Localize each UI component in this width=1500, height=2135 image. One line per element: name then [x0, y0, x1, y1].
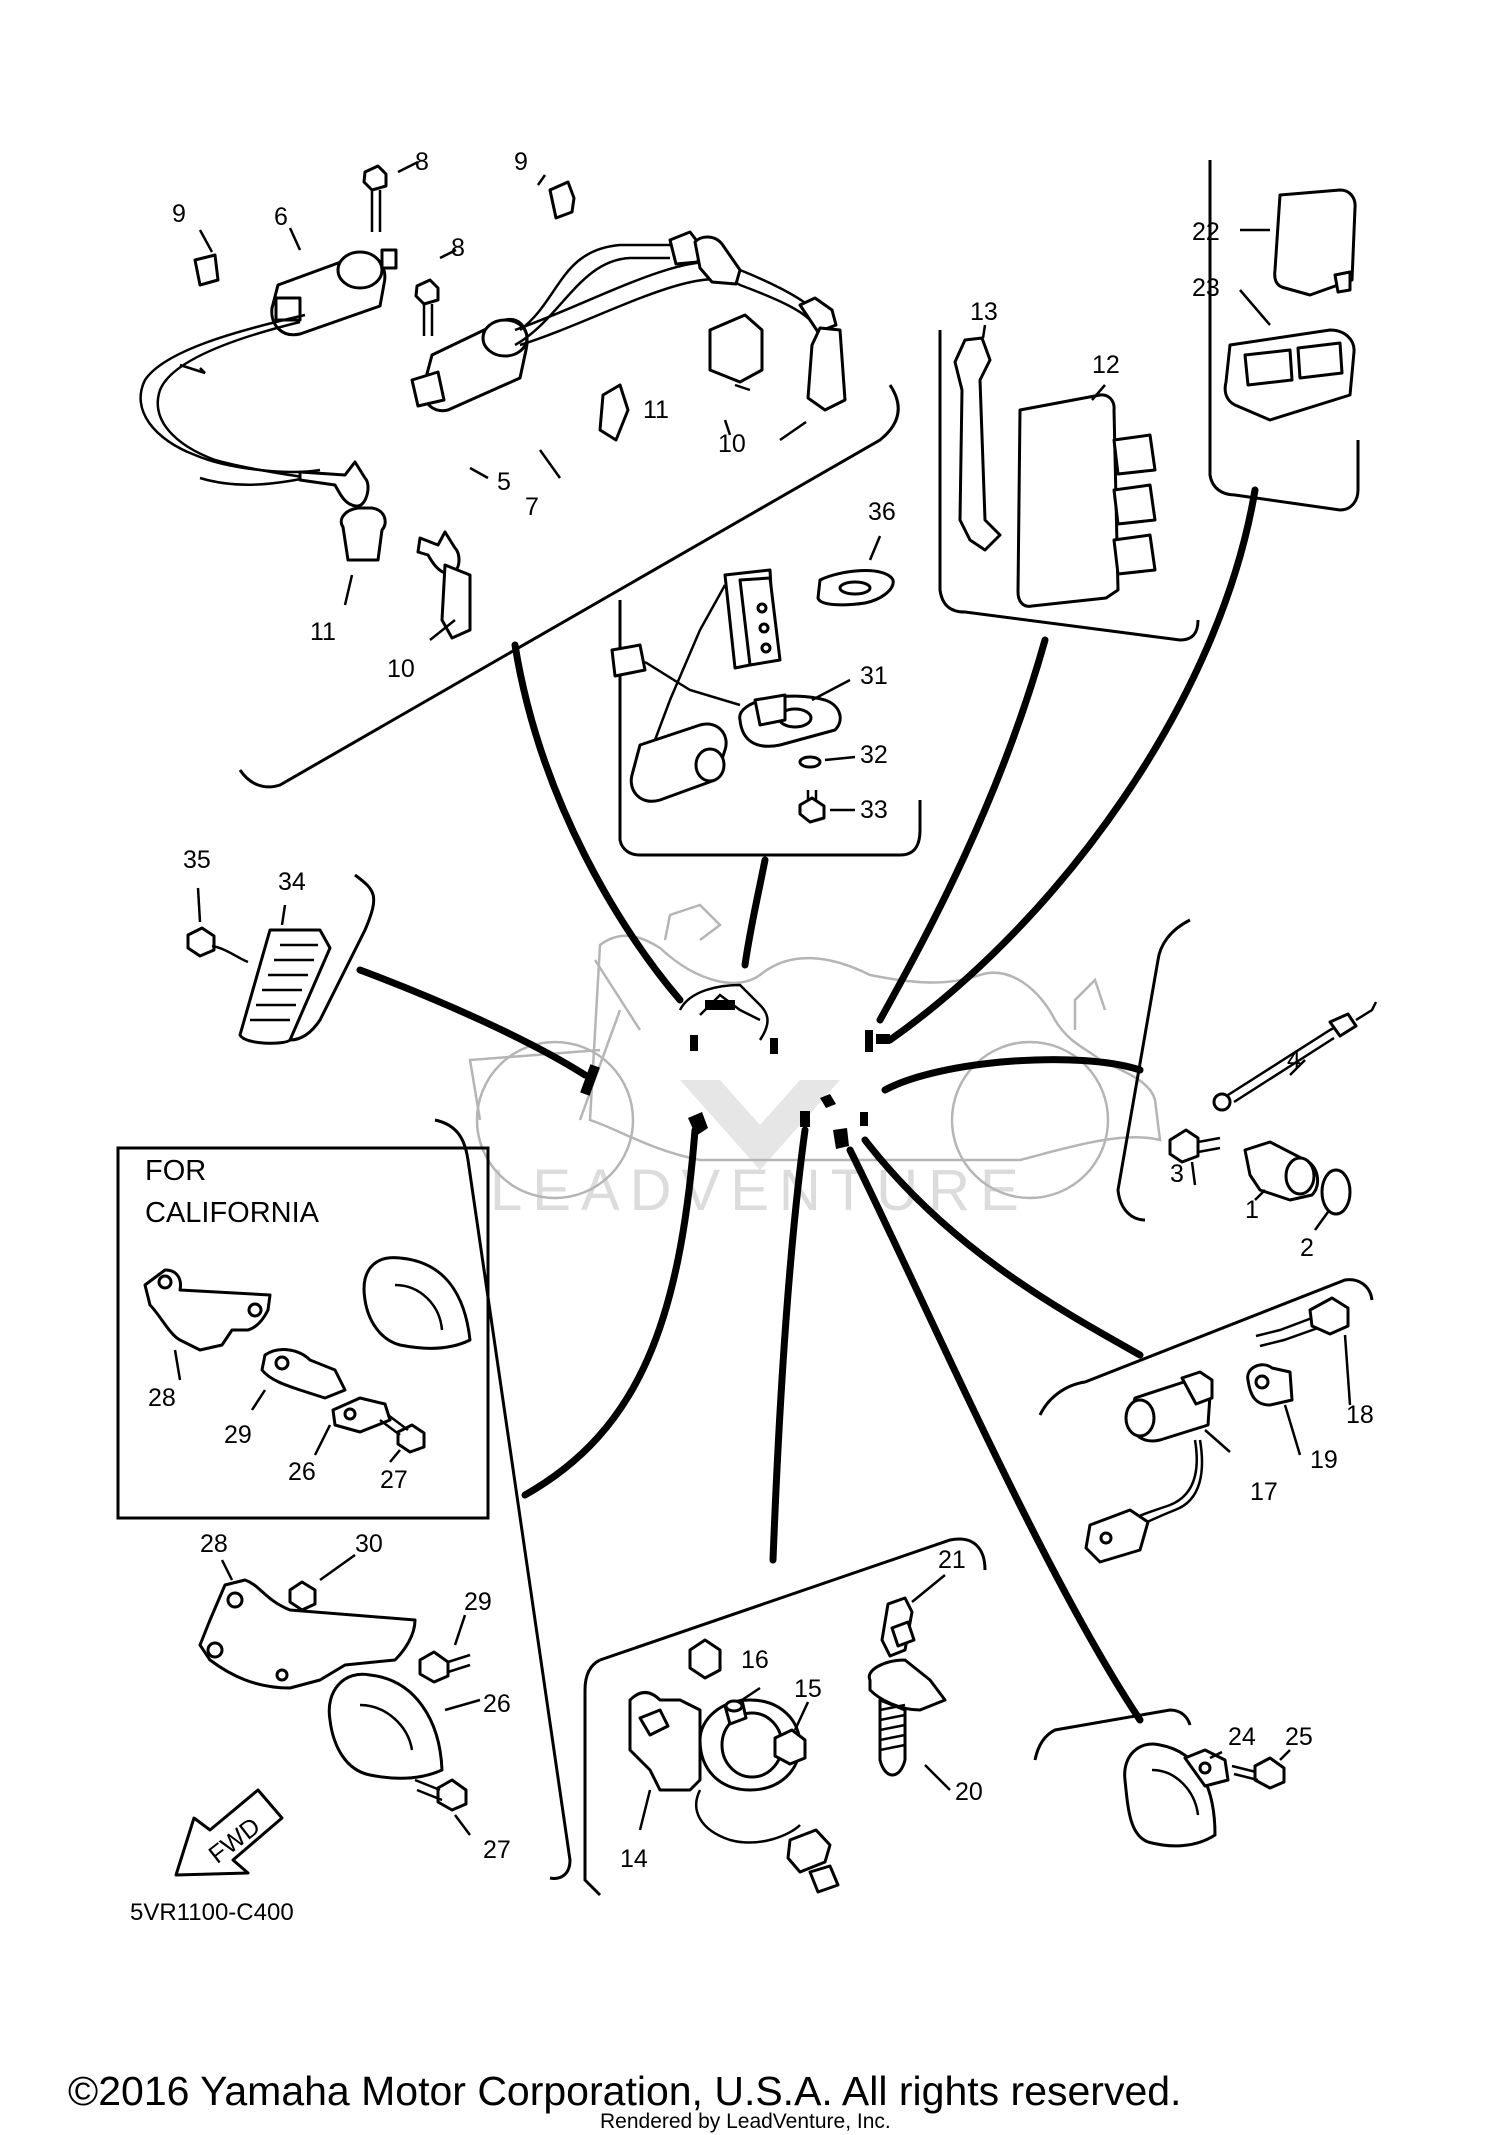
reflector-panel — [186, 873, 376, 1045]
leadventure-watermark: LEADVENTURE — [490, 1080, 1029, 1223]
horn-right-panel — [1033, 1708, 1291, 1848]
callout-3: 3 — [1170, 1160, 1184, 1188]
callout-6: 6 — [274, 203, 288, 231]
callout-4: 4 — [1287, 1046, 1301, 1074]
callout-8-upper: 8 — [415, 148, 429, 176]
diagram-code: 5VR1100-C400 — [130, 1899, 294, 1926]
ignition-coil-panel — [139, 160, 900, 789]
ecu-panel — [938, 324, 1200, 642]
callout-25: 25 — [1285, 1723, 1313, 1751]
callout-11-right: 11 — [643, 396, 669, 424]
california-note-line1: FOR — [145, 1155, 206, 1187]
callout-2: 2 — [1300, 1234, 1314, 1262]
callout-21: 21 — [938, 1546, 966, 1574]
callout-labels: 1 2 3 4 5 6 7 8 8 9 9 10 10 11 11 12 13 … — [148, 148, 1374, 1873]
callout-34: 34 — [278, 868, 306, 896]
callout-28-california: 28 — [148, 1384, 176, 1412]
callout-36: 36 — [868, 498, 896, 526]
callout-8-lower: 8 — [451, 234, 465, 262]
fwd-arrow: FWD — [174, 1788, 284, 1877]
crank-sensor-panel — [1038, 1278, 1374, 1564]
california-note-line2: CALIFORNIA — [145, 1197, 320, 1229]
horn-panel — [198, 1118, 572, 1880]
callout-13: 13 — [970, 298, 998, 326]
callout-16: 16 — [741, 1646, 769, 1674]
motorcycle-silhouette — [468, 903, 1162, 1200]
callout-26-california: 26 — [288, 1458, 316, 1486]
callout-7: 7 — [525, 493, 539, 521]
callout-10-right: 10 — [718, 430, 746, 458]
watermark-text: LEADVENTURE — [490, 1158, 1029, 1223]
callout-1: 1 — [1245, 1196, 1259, 1224]
callout-9-left: 9 — [172, 200, 186, 228]
callout-27: 27 — [483, 1836, 511, 1864]
harness-markers — [580, 983, 890, 1149]
rendered-by-text: Rendered by LeadVenture, Inc. — [600, 2110, 891, 2133]
callout-35: 35 — [183, 846, 211, 874]
relay-panel — [1208, 160, 1360, 512]
callout-22: 22 — [1192, 218, 1220, 246]
harness-lines — [356, 486, 1259, 1724]
callout-11-left: 11 — [310, 618, 336, 646]
callout-29-california: 29 — [224, 1421, 252, 1449]
callout-29: 29 — [464, 1588, 492, 1616]
speed-sensor-panel — [1116, 918, 1378, 1231]
callout-17: 17 — [1250, 1478, 1278, 1506]
callout-9-right: 9 — [514, 148, 528, 176]
callout-32: 32 — [860, 741, 888, 769]
callout-12: 12 — [1092, 351, 1120, 379]
callout-33: 33 — [860, 796, 888, 824]
callout-19: 19 — [1310, 1446, 1338, 1474]
callout-18: 18 — [1346, 1401, 1374, 1429]
callout-28: 28 — [200, 1530, 228, 1558]
callout-20: 20 — [955, 1778, 983, 1806]
callout-24: 24 — [1228, 1723, 1256, 1751]
callout-31: 31 — [860, 662, 888, 690]
callout-15: 15 — [794, 1675, 822, 1703]
callout-26: 26 — [483, 1690, 511, 1718]
callout-5: 5 — [497, 468, 511, 496]
california-panel — [116, 1146, 490, 1520]
starter-panel — [583, 1537, 987, 1897]
callout-30: 30 — [355, 1530, 383, 1558]
callout-27-california: 27 — [380, 1466, 408, 1494]
copyright-text: ©2016 Yamaha Motor Corporation, U.S.A. A… — [68, 2068, 1181, 2114]
callout-14: 14 — [620, 1845, 648, 1873]
callout-10-left: 10 — [387, 655, 415, 683]
fuel-sender-panel — [610, 535, 922, 857]
callout-23: 23 — [1192, 274, 1220, 302]
